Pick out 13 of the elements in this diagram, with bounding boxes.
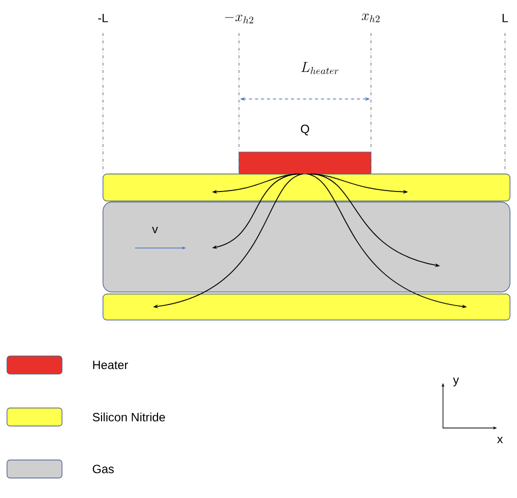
axis-label: y <box>453 378 459 386</box>
legend-label: Gas <box>92 464 114 474</box>
velocity-label: v <box>152 226 158 234</box>
axis-label: -L <box>98 14 108 22</box>
heater-block <box>238 152 372 174</box>
axis-label: x <box>497 436 503 444</box>
legend-label: Heater <box>93 360 128 370</box>
legend-label: Silicon Nitride <box>92 412 165 422</box>
axis-label: L <box>502 14 508 22</box>
heat-label: Q <box>300 124 310 136</box>
dimension-label: $L_{heater}$ <box>301 62 338 74</box>
axis-label: $-x_{h2}$ <box>224 14 254 24</box>
axis-label: $x_{h2}$ <box>362 14 380 22</box>
